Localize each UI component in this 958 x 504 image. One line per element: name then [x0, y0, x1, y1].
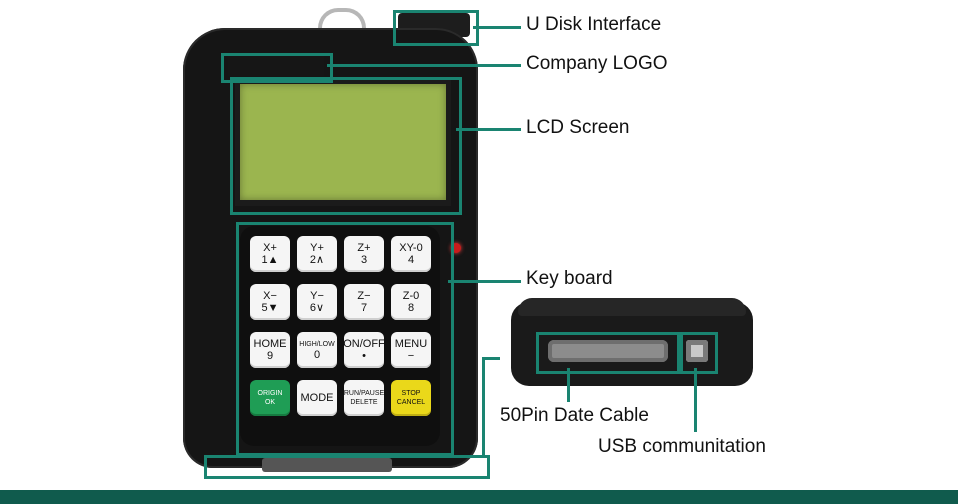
key-top: X−	[263, 290, 277, 302]
key-z-zero[interactable]: Z-0 8	[391, 284, 431, 320]
keyboard-highlight	[236, 222, 454, 456]
key-top: Z−	[357, 290, 371, 302]
key-y-minus[interactable]: Y− 6∨	[297, 284, 337, 320]
lcd-leader	[456, 128, 521, 131]
keypad: X+ 1▲ Y+ 2∧ Z+ 3 XY-0 4 X− 5▼ Y− 6∨ Z− 7…	[240, 226, 440, 446]
status-led	[451, 243, 461, 253]
footer-bar	[0, 490, 958, 504]
key-xy-zero[interactable]: XY-0 4	[391, 236, 431, 272]
key-bottom: 4	[407, 254, 415, 266]
cable-label: 50Pin Date Cable	[500, 405, 649, 426]
key-top: Z-0	[402, 290, 420, 302]
bottom-connector-highlight	[204, 455, 490, 479]
key-top: HIGH/LOW	[299, 340, 335, 348]
bottom-leader-horizontal	[482, 357, 500, 360]
key-top: MENU	[394, 338, 428, 350]
usb-label: USB communitation	[598, 436, 766, 457]
key-top: Y−	[310, 290, 324, 302]
hanging-ring	[318, 8, 366, 36]
key-bottom: •	[362, 350, 366, 362]
connector-module-top	[518, 298, 746, 316]
key-top: XY-0	[399, 242, 423, 254]
u-disk-highlight	[393, 10, 479, 46]
lcd-screen	[240, 84, 446, 200]
key-top: Y+	[310, 242, 324, 254]
key-mode[interactable]: MODE	[297, 380, 337, 416]
keyboard-leader	[448, 280, 521, 283]
key-z-minus[interactable]: Z− 7	[344, 284, 384, 320]
key-stop-cancel[interactable]: STOP CANCEL	[391, 380, 431, 416]
key-bottom: 5▼	[261, 302, 279, 314]
key-home[interactable]: HOME 9	[250, 332, 290, 368]
u-disk-label: U Disk Interface	[526, 14, 662, 35]
key-bottom: 8	[407, 302, 415, 314]
key-top: HOME	[253, 338, 287, 350]
key-top: RUN/PAUSE	[343, 390, 385, 397]
cable-highlight	[536, 332, 680, 374]
key-bottom: 1▲	[261, 254, 279, 266]
key-top: X+	[263, 242, 277, 254]
usb-highlight	[680, 332, 718, 374]
usb-leader	[694, 368, 697, 432]
key-bottom: 9	[266, 350, 274, 362]
key-origin-ok[interactable]: ORIGIN OK	[250, 380, 290, 416]
key-top: ON/OFF	[343, 338, 385, 350]
cable-leader	[567, 368, 570, 402]
key-x-minus[interactable]: X− 5▼	[250, 284, 290, 320]
key-bottom: CANCEL	[396, 399, 426, 406]
usb-b-port	[686, 340, 708, 362]
key-z-plus[interactable]: Z+ 3	[344, 236, 384, 272]
key-bottom: 7	[360, 302, 368, 314]
key-run-pause[interactable]: RUN/PAUSE DELETE	[344, 380, 384, 416]
key-bottom: OK	[264, 399, 276, 406]
bottom-connector	[262, 458, 392, 472]
key-bottom: 3	[360, 254, 368, 266]
lcd-highlight	[230, 77, 462, 215]
logo-label: Company LOGO	[526, 53, 668, 74]
key-bottom: DELETE	[350, 399, 378, 406]
keyboard-label: Key board	[526, 268, 613, 289]
key-menu[interactable]: MENU −	[391, 332, 431, 368]
key-on-off[interactable]: ON/OFF •	[343, 332, 385, 368]
logo-area	[228, 56, 324, 76]
key-x-plus[interactable]: X+ 1▲	[250, 236, 290, 272]
key-bottom: 6∨	[309, 302, 325, 314]
key-bottom: 2∧	[309, 254, 325, 266]
key-bottom: −	[407, 350, 415, 362]
key-y-plus[interactable]: Y+ 2∧	[297, 236, 337, 272]
logo-leader	[327, 64, 521, 67]
key-top: ORIGIN	[257, 390, 283, 397]
key-top: STOP	[401, 390, 421, 397]
key-top: MODE	[300, 392, 334, 404]
key-bottom: 0	[313, 348, 321, 361]
key-top: Z+	[357, 242, 371, 254]
lcd-label: LCD Screen	[526, 117, 630, 138]
50pin-connector	[548, 340, 668, 362]
bottom-leader-vertical	[482, 357, 485, 457]
key-high-low[interactable]: HIGH/LOW 0	[297, 332, 337, 368]
logo-highlight	[221, 53, 333, 83]
u-disk-leader	[473, 26, 521, 29]
